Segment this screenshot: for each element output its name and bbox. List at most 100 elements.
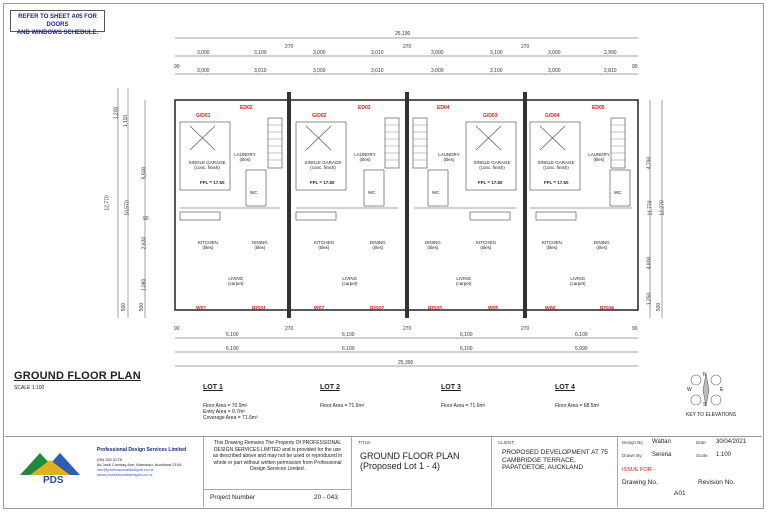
unit1-dining-tiles: (tiles) bbox=[254, 245, 266, 250]
scale-label: Scale: bbox=[696, 453, 709, 458]
dim-top-7: 3,000 bbox=[548, 50, 561, 56]
dim-bot-wall-1: 270 bbox=[285, 326, 294, 332]
unit3-wc: WC bbox=[432, 190, 440, 195]
drawing-no-label: Drawing No. bbox=[622, 479, 658, 486]
drawing-no: A01 bbox=[674, 490, 686, 497]
company-name: Professional Design Services Limited bbox=[97, 447, 187, 453]
unit2-living: LIVING(carpet) bbox=[342, 276, 358, 286]
unit1-laundry-tiles: (tiles) bbox=[239, 157, 251, 162]
unit4-sliding-door: R/S04 bbox=[600, 306, 614, 312]
dim-left-6: 2,630 bbox=[141, 236, 148, 250]
lot-1-name: LOT 1 bbox=[203, 384, 223, 391]
title-cell: TITLE: GROUND FLOOR PLAN (Proposed Lot 1… bbox=[351, 437, 491, 507]
dim-top-row2-3: 3,000 bbox=[313, 68, 326, 74]
design-by: Wattan bbox=[652, 439, 671, 445]
dim-right-1: 4,790 bbox=[646, 156, 653, 170]
dim-top-8: 2,990 bbox=[604, 50, 617, 56]
client-label: CLIENT: bbox=[498, 440, 515, 445]
unit1-dining-name: DINING bbox=[252, 240, 268, 245]
unit3-laundry-tiles: (tiles) bbox=[443, 157, 455, 162]
lot-4-name: LOT 4 bbox=[555, 384, 575, 391]
unit2-dining-name: DINING bbox=[370, 240, 386, 245]
dim-bot-4: 6,100 bbox=[575, 332, 588, 338]
unit3-kitchen-tiles: (tiles) bbox=[480, 245, 492, 250]
overall-width-bottom: 25,390 bbox=[398, 360, 414, 366]
unit3-living-name: LIVING bbox=[456, 276, 472, 281]
unit2-living-carpet: (carpet) bbox=[342, 281, 358, 286]
dim-right-4: 4,800 bbox=[646, 256, 653, 270]
unit4-garage-label: SINGLE GARAGE(conc. finish) bbox=[536, 160, 576, 170]
unit3-garage-sub: (conc. finish) bbox=[479, 165, 505, 170]
lot-1-entry-area: Entry Area = 0.7m² bbox=[203, 409, 245, 415]
unit2-kitchen: KITCHEN(tiles) bbox=[314, 240, 334, 250]
lot-1-coverage-area: Coverage Area = 71.6m² bbox=[203, 415, 258, 421]
dim-left-10: 1,080 bbox=[141, 278, 148, 292]
unit4-laundry-tiles: (tiles) bbox=[593, 157, 605, 162]
unit1-garage-name: SINGLE GARAGE bbox=[188, 160, 226, 165]
unit2-laundry-name: LAUNDRY bbox=[354, 152, 376, 157]
unit2-ffl: FFL = 17.50 bbox=[310, 180, 335, 185]
dim-right-5: 1,250 bbox=[646, 292, 653, 306]
unit1-laundry: LAUNDRY(tiles) bbox=[230, 152, 260, 162]
dim-top-row2-4: 3,010 bbox=[371, 68, 384, 74]
dim-left-1: 1,200 bbox=[113, 106, 120, 120]
dim-top-row2-2: 3,010 bbox=[254, 68, 267, 74]
unit3-kitchen: KITCHEN(tiles) bbox=[476, 240, 496, 250]
dim-top-wall-1: 270 bbox=[285, 44, 294, 50]
dim-bot-row2-1: 6,190 bbox=[226, 346, 239, 352]
lot-3-summary: LOT 3 Floor Area = 71.6m² bbox=[441, 384, 485, 409]
dim-top-wall-3: 270 bbox=[521, 44, 530, 50]
unit4-garage-door: G/D04 bbox=[545, 113, 560, 119]
company-email[interactable]: info@professionaldesigns.co.nz bbox=[97, 467, 154, 472]
scale-value: 1:100 bbox=[716, 452, 732, 458]
dim-top-row2-8: 2,810 bbox=[604, 68, 617, 74]
dim-right-3: 12,270 bbox=[659, 200, 666, 216]
compass-icon: N S E W bbox=[686, 370, 726, 410]
unit2-garage-label: SINGLE GARAGE(conc. finish) bbox=[303, 160, 343, 170]
drawn-by-label: Drawn By: bbox=[622, 453, 643, 458]
dim-bot-row2-2: 6,100 bbox=[342, 346, 355, 352]
dim-bot-wall-2: 270 bbox=[403, 326, 412, 332]
lot-4-summary: LOT 4 Floor Area = 68.5m² bbox=[555, 384, 599, 409]
compass-n: N bbox=[703, 372, 707, 378]
unit4-kitchen-tiles: (tiles) bbox=[546, 245, 558, 250]
unit3-garage-name: SINGLE GARAGE bbox=[473, 160, 511, 165]
unit4-garage-name: SINGLE GARAGE bbox=[537, 160, 575, 165]
dim-bot-1: 6,100 bbox=[226, 332, 239, 338]
unit2-garage-door: G/D02 bbox=[312, 113, 327, 119]
unit3-dining-name: DINING bbox=[425, 240, 441, 245]
unit4-kitchen-name: KITCHEN bbox=[542, 240, 562, 245]
unit1-living-name: LIVING bbox=[228, 276, 244, 281]
unit3-window: W05 bbox=[488, 306, 499, 312]
unit3-garage-label: SINGLE GARAGE(conc. finish) bbox=[472, 160, 512, 170]
unit4-dining-name: DINING bbox=[594, 240, 610, 245]
company-address: 6d Jack Conway Ave, Manukau, Auckland 21… bbox=[97, 462, 182, 467]
dim-left-8: 500 bbox=[139, 302, 146, 312]
company-website[interactable]: www.professionaldesigns.co.nz bbox=[97, 472, 153, 477]
unit4-living-carpet: (carpet) bbox=[570, 281, 586, 286]
dim-bot-end-2: 90 bbox=[632, 326, 638, 332]
dim-top-row2-1: 3,000 bbox=[197, 68, 210, 74]
unit2-kitchen-name: KITCHEN bbox=[314, 240, 334, 245]
compass-e: E bbox=[720, 387, 724, 393]
dim-top-row2-6: 3,100 bbox=[490, 68, 503, 74]
unit3-ffl: FFL = 17.50 bbox=[478, 180, 503, 185]
unit1-living-carpet: (carpet) bbox=[228, 281, 244, 286]
unit2-laundry-tiles: (tiles) bbox=[359, 157, 371, 162]
unit2-window: W07 bbox=[314, 306, 325, 312]
lot-2-name: LOT 2 bbox=[320, 384, 340, 391]
issue-for-label: ISSUE FOR - bbox=[622, 467, 656, 473]
unit3-living-carpet: (carpet) bbox=[456, 281, 472, 286]
plan-title: GROUND FLOOR PLAN bbox=[14, 370, 141, 382]
unit2-entry-door: ED03 bbox=[358, 105, 371, 111]
unit1-living: LIVING(carpet) bbox=[228, 276, 244, 286]
date-value: 30/04/2021 bbox=[716, 439, 747, 445]
unit1-garage-sub: (conc. finish) bbox=[194, 165, 220, 170]
dim-top-5: 3,000 bbox=[431, 50, 444, 56]
dim-bot-row2-4: 5,990 bbox=[575, 346, 588, 352]
dim-left-3: 12,770 bbox=[104, 195, 111, 211]
unit4-dining: DINING(tiles) bbox=[594, 240, 610, 250]
project-number-label: Project Number bbox=[210, 494, 256, 501]
dim-left-2: 1,110 bbox=[123, 114, 130, 128]
lot-4-floor-area: Floor Area = 68.5m² bbox=[555, 403, 600, 409]
